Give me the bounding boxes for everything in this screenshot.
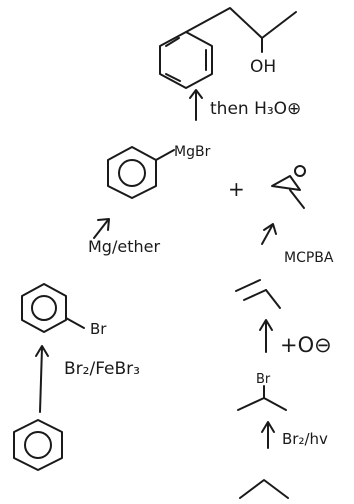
arrow-mg-ether — [93, 218, 110, 239]
plus-sign-main: + — [228, 177, 245, 201]
bromobenzene-molecule: Br — [21, 283, 107, 338]
oh-label: OH — [250, 57, 276, 77]
mg-ether-label: Mg/ether — [88, 237, 160, 256]
epoxide-molecule — [271, 165, 306, 209]
alkoxide-label: +O⊖ — [280, 333, 332, 357]
grignard-benzene-ring — [107, 146, 157, 199]
propene-single-bond — [265, 289, 281, 309]
grignard-mgbr-label: MgBr — [174, 144, 211, 160]
bromobenzene-br-bond — [65, 317, 85, 329]
br2-hv-label: Br₂/hv — [282, 430, 328, 448]
epoxide-methyl — [289, 189, 305, 209]
br2-febr3-label: Br₂/FeBr₃ — [64, 359, 140, 379]
grignard-mg-bond — [155, 149, 175, 161]
bromobenzene-aromatic-circle — [31, 295, 57, 321]
alkyl-br-label: Br — [256, 372, 271, 387]
acid-workup-label: then H₃O⊕ — [210, 99, 301, 119]
product-side-chain — [185, 7, 297, 39]
product-benzene-ring — [159, 31, 213, 89]
aryl-br-label: Br — [90, 320, 107, 338]
propene-double-bond-b — [235, 279, 261, 292]
product-ring-inner-bonds — [165, 37, 180, 47]
grignard-aromatic-circle — [118, 159, 146, 187]
arrow-mcpba — [261, 223, 277, 245]
arrow-elimination — [259, 319, 273, 353]
epoxide-oxygen — [294, 165, 306, 177]
propene-double-bond-a — [243, 289, 267, 301]
bromopropane-chain — [237, 397, 287, 411]
arrow-br2-febr3 — [35, 345, 49, 413]
benzene-molecule — [13, 419, 63, 471]
benzene-ring — [13, 419, 63, 471]
arrow-br2-hv — [261, 421, 275, 449]
bromobenzene-ring — [21, 283, 67, 333]
benzene-aromatic-circle — [24, 431, 52, 459]
mcpba-label: MCPBA — [284, 250, 334, 266]
propane-molecule — [239, 479, 289, 499]
product-double-bond-lower — [165, 73, 181, 82]
bromopropane-molecule: Br — [237, 372, 287, 411]
epoxide-ring — [271, 175, 301, 191]
grignard-reagent: MgBr — [107, 144, 211, 199]
arrow-acid-workup — [189, 89, 203, 121]
product-molecule: OH — [159, 7, 297, 89]
propene-molecule — [235, 279, 281, 309]
